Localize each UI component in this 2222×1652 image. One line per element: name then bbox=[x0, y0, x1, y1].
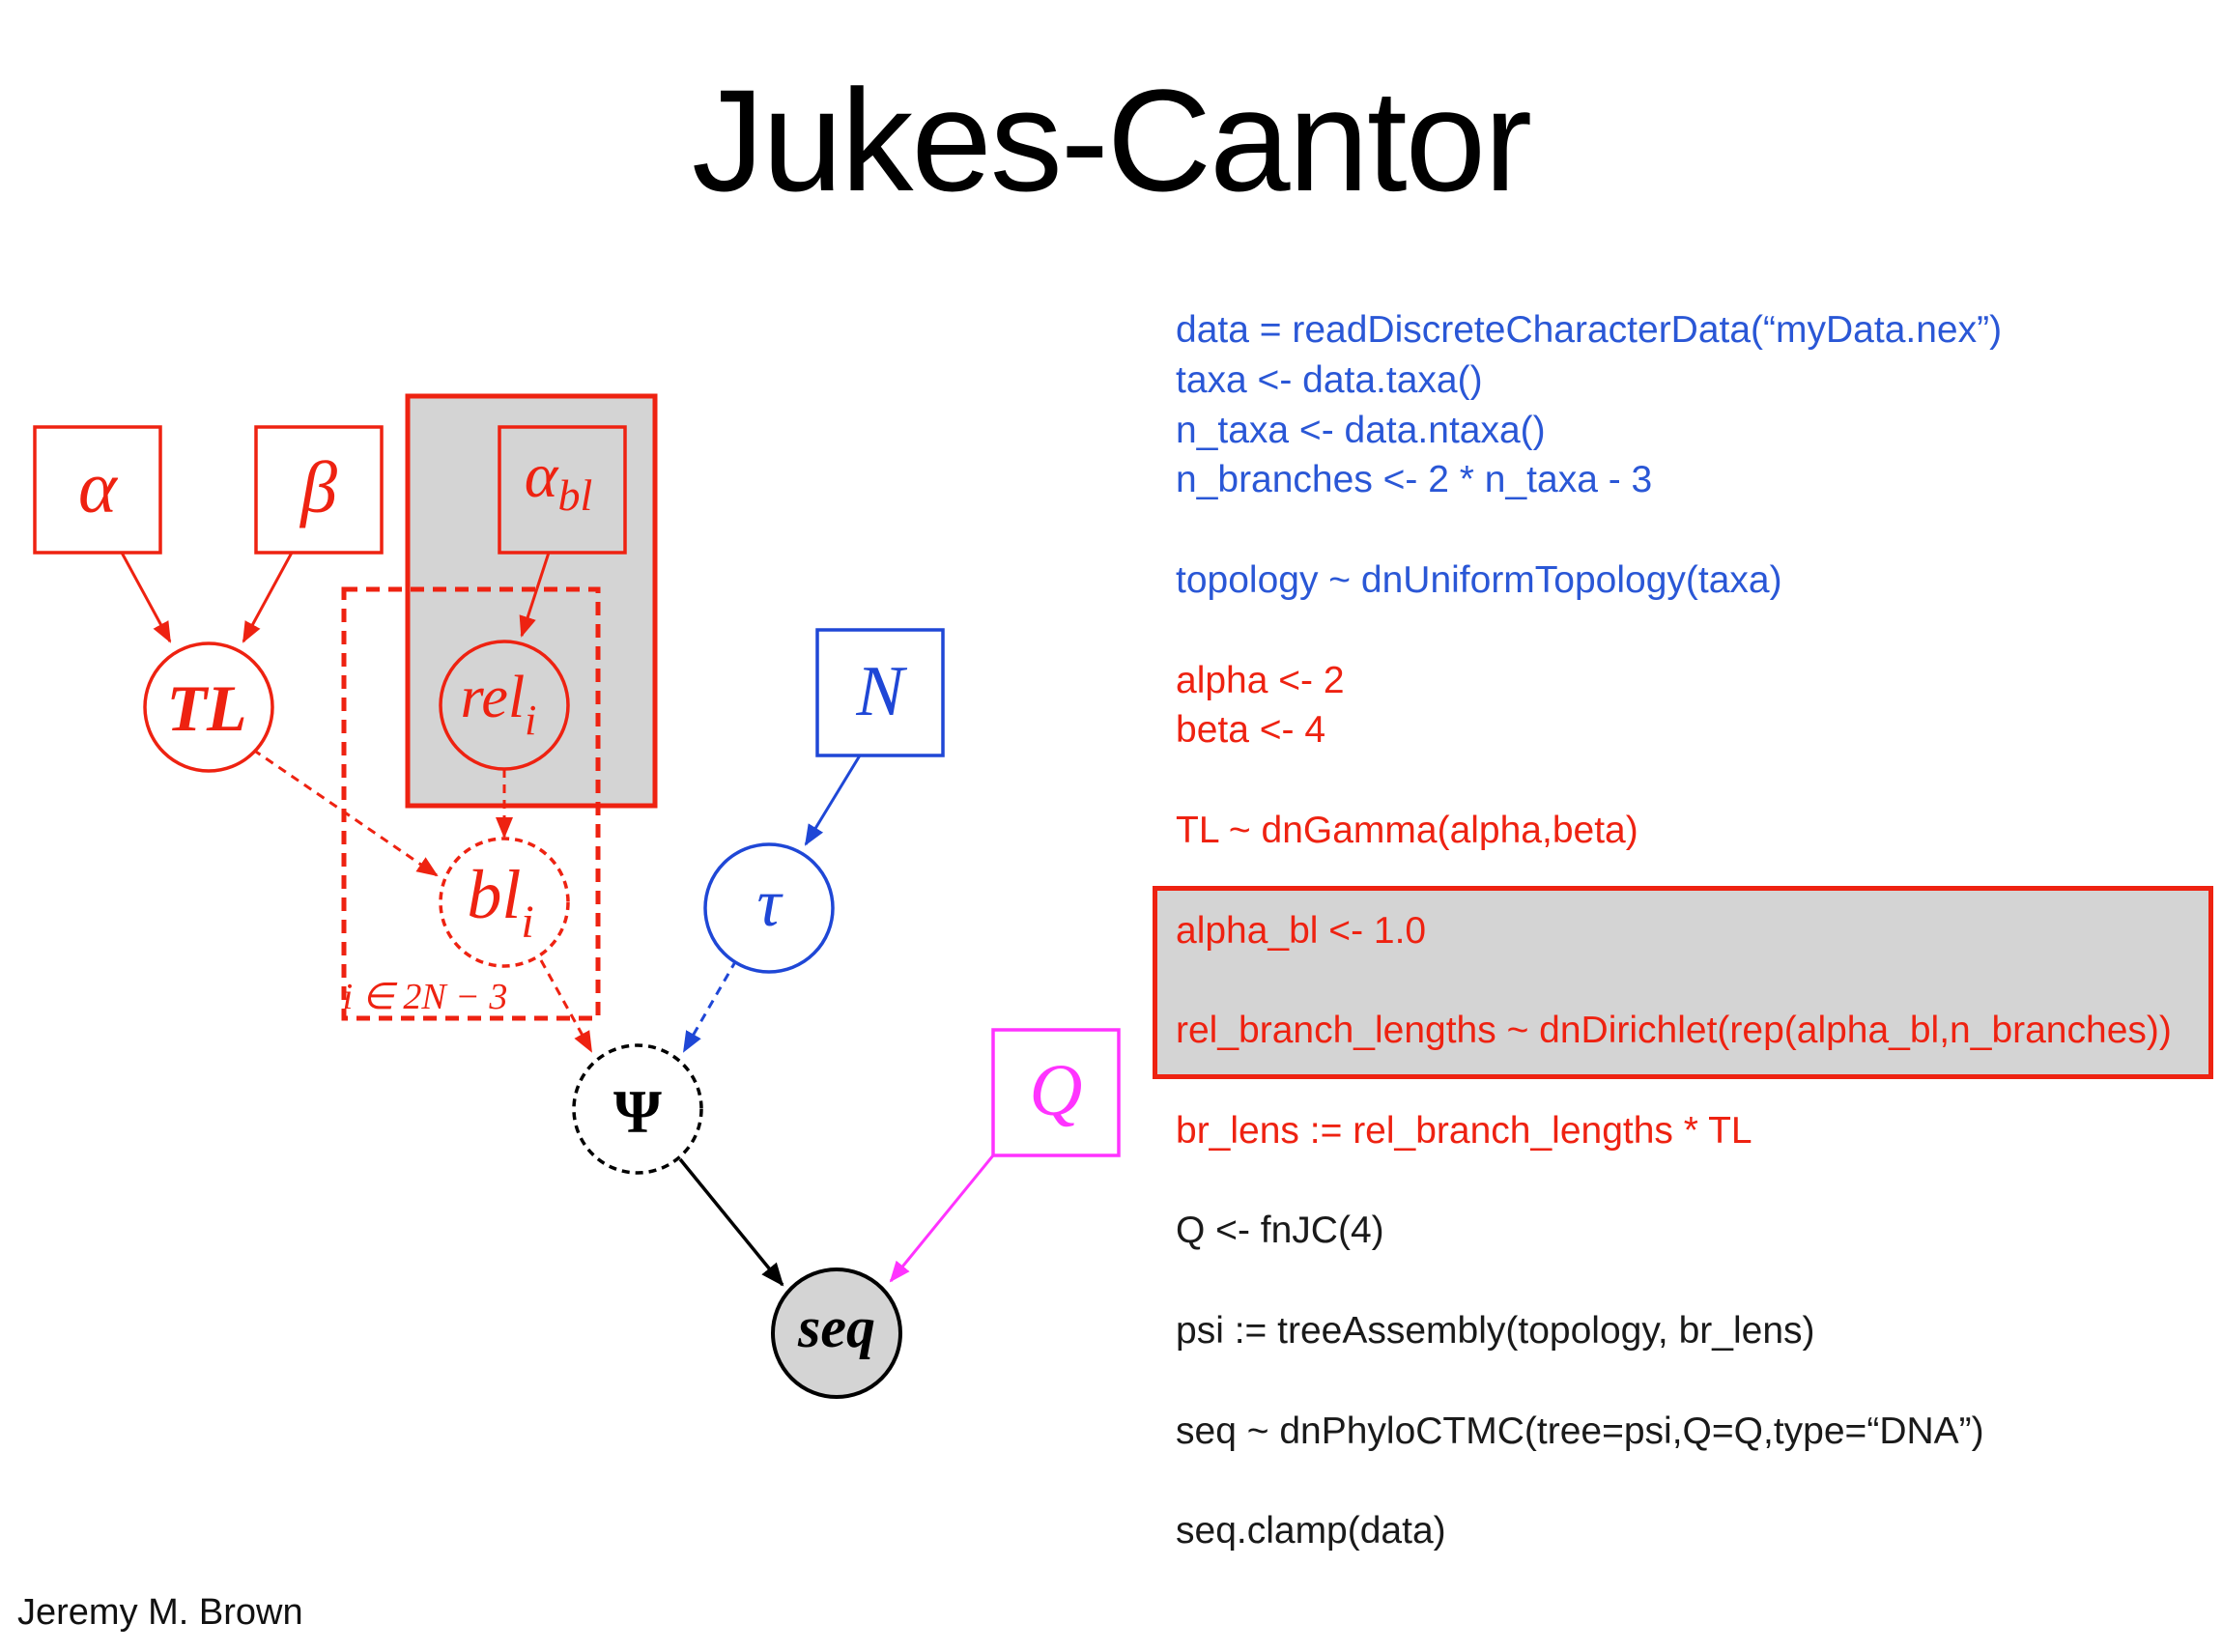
edge-bl-psi bbox=[539, 959, 593, 1053]
node-bl-circle bbox=[439, 837, 570, 968]
code-line: topology ~ dnUniformTopology(taxa) bbox=[1176, 558, 1782, 601]
code-line: psi := treeAssembly(topology, br_lens) bbox=[1176, 1309, 1815, 1352]
node-n-label: N bbox=[855, 652, 907, 731]
edge-beta-tl bbox=[242, 552, 294, 643]
code-line bbox=[1176, 1156, 2219, 1207]
node-alpha-box bbox=[33, 425, 162, 555]
code-line: data = readDiscreteCharacterData(“myData… bbox=[1176, 309, 2003, 351]
code-highlight-box bbox=[1153, 886, 2213, 1079]
code-line: Q <- fnJC(4) bbox=[1176, 1210, 1384, 1252]
node-tl-label: TL bbox=[166, 671, 246, 745]
code-line: alpha <- 2 bbox=[1176, 659, 1345, 701]
node-beta-label: β bbox=[299, 447, 337, 528]
edge-tau-psi bbox=[682, 959, 738, 1053]
code-line: TL ~ dnGamma(alpha,beta) bbox=[1176, 809, 1638, 851]
node-rel-subscript: i bbox=[525, 697, 536, 744]
code-line bbox=[1176, 955, 2219, 1006]
edge-n-tau bbox=[804, 755, 862, 846]
node-rel-label: reli bbox=[461, 665, 537, 744]
code-line bbox=[1176, 1256, 2219, 1306]
code-line bbox=[1176, 856, 2219, 906]
node-psi-label: Ψ bbox=[613, 1077, 662, 1146]
code-line: taxa <- data.taxa() bbox=[1176, 358, 1483, 401]
node-bl-symbol: bl bbox=[467, 856, 521, 933]
node-alpha-bl-box bbox=[498, 425, 627, 555]
edge-alphabl-rel bbox=[519, 552, 551, 638]
code-line: alpha_bl <- 1.0 bbox=[1176, 909, 1427, 952]
node-q-box bbox=[991, 1028, 1121, 1157]
code-line: beta <- 4 bbox=[1176, 709, 1326, 752]
node-alpha-bl-label: αbl bbox=[525, 441, 592, 520]
code-line bbox=[1176, 755, 2219, 806]
node-alpha-bl-symbol: α bbox=[525, 441, 559, 511]
node-alpha-bl-subscript: bl bbox=[557, 470, 592, 520]
node-beta-box bbox=[254, 425, 384, 555]
branch-plate bbox=[341, 586, 601, 1021]
code-line: rel_branch_lengths ~ dnDirichlet(rep(alp… bbox=[1176, 1010, 2172, 1052]
node-tau-label: τ bbox=[756, 867, 783, 941]
code-listing: data = readDiscreteCharacterData(“myData… bbox=[1176, 305, 2219, 1556]
node-n-box bbox=[815, 628, 945, 757]
author-credit: Jeremy M. Brown bbox=[17, 1592, 303, 1633]
code-line bbox=[1176, 505, 2219, 555]
node-seq-circle bbox=[771, 1267, 902, 1399]
edge-alpha-tl bbox=[120, 552, 172, 643]
node-alpha-label: α bbox=[78, 447, 119, 528]
code-line: br_lens := rel_branch_lengths * TL bbox=[1176, 1109, 1752, 1152]
code-line: seq ~ dnPhyloCTMC(tree=psi,Q=Q,type=“DNA… bbox=[1176, 1410, 1984, 1452]
edge-tl-bl bbox=[252, 748, 439, 877]
node-psi-circle bbox=[572, 1043, 703, 1175]
node-q-label: Q bbox=[1030, 1050, 1083, 1131]
slide-title: Jukes-Cantor bbox=[691, 59, 1532, 221]
node-rel-circle bbox=[439, 640, 570, 771]
edge-q-seq bbox=[889, 1154, 995, 1283]
code-line bbox=[1176, 1356, 2219, 1407]
node-rel-symbol: rel bbox=[461, 665, 526, 730]
code-line bbox=[1176, 606, 2219, 656]
node-tl-circle bbox=[143, 641, 274, 773]
code-line bbox=[1176, 1056, 2219, 1106]
code-line: n_branches <- 2 * n_taxa - 3 bbox=[1176, 459, 1653, 501]
plate-label: i ∈ 2N − 3 bbox=[343, 977, 508, 1017]
code-line: n_taxa <- data.ntaxa() bbox=[1176, 409, 1546, 451]
edge-psi-seq bbox=[678, 1157, 784, 1287]
node-bl-label: bli bbox=[467, 856, 533, 948]
code-line bbox=[1176, 1456, 2219, 1506]
code-line: seq.clamp(data) bbox=[1176, 1510, 1446, 1552]
node-seq-label: seq bbox=[797, 1296, 875, 1359]
node-bl-subscript: i bbox=[521, 897, 533, 948]
node-tau-circle bbox=[703, 842, 835, 974]
